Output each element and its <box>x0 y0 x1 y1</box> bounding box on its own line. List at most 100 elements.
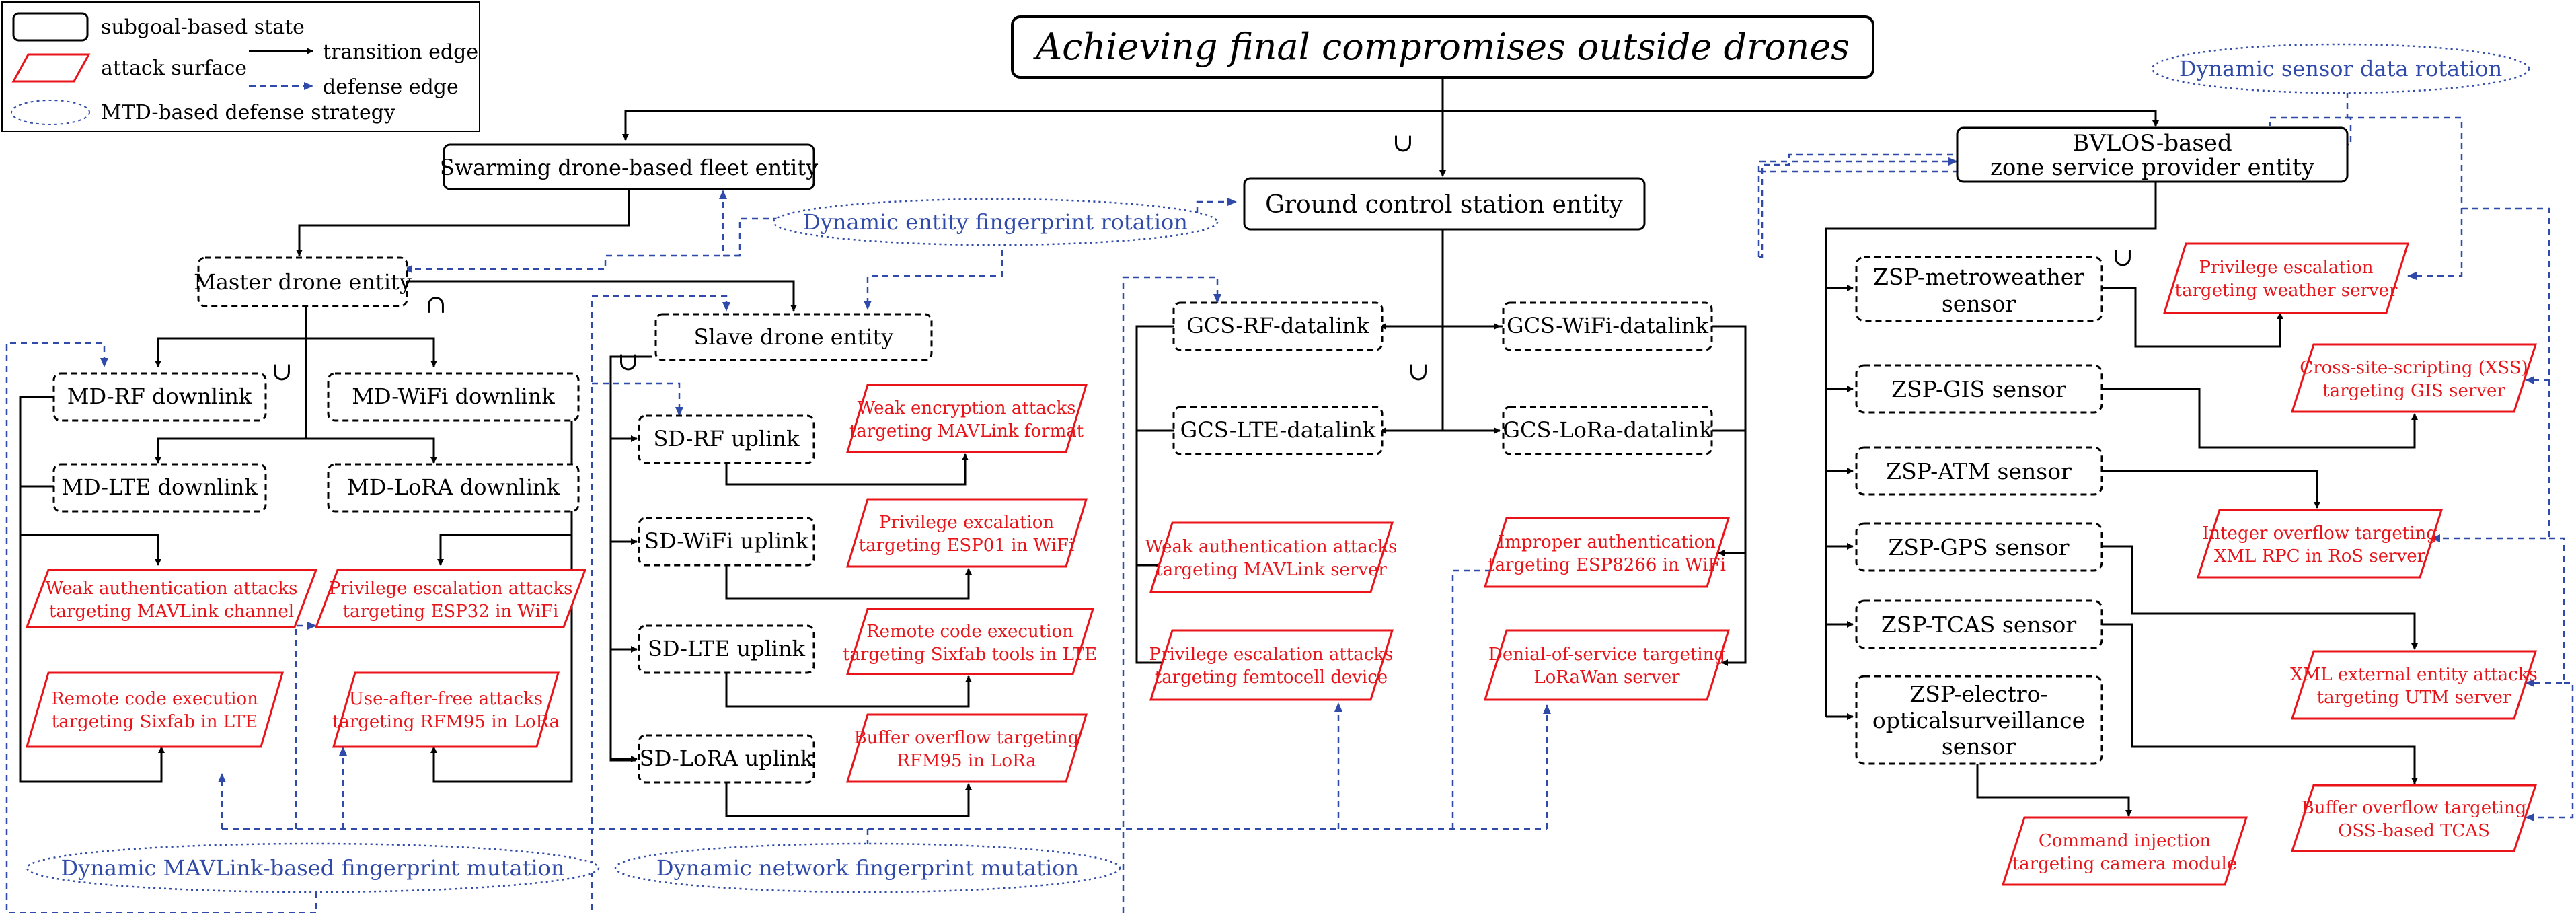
attack-g4[interactable]: Denial-of-service targeting LoRaWan serv… <box>1483 629 1731 701</box>
node-zsp-tcas-label: ZSP-TCAS sensor <box>1881 612 2077 638</box>
node-sd-lora-label: SD-LoRA uplink <box>640 745 814 771</box>
node-zsp-atm-label: ZSP-ATM sensor <box>1886 458 2072 484</box>
edge-bvlos-zsp <box>1825 176 2157 717</box>
attack-z4-line1: XML external entity attacks <box>2290 665 2538 685</box>
attack-z3[interactable]: Integer overflow targeting XML RPC in Ro… <box>2196 509 2444 579</box>
edge-swarm-master <box>296 188 630 256</box>
node-swarm-label: Swarming drone-based fleet entity <box>440 155 818 180</box>
node-master-label: Master drone entity <box>194 269 412 295</box>
attack-sd1-line1: Weak encryption attacks <box>858 398 1076 418</box>
node-zsp-gis[interactable]: ZSP-GIS sensor <box>1855 364 2103 414</box>
attack-md2-line1: Privilege escalation attacks <box>329 579 573 599</box>
strategy-entity[interactable]: Dynamic entity fingerprint rotation <box>772 198 1219 246</box>
node-zsp-mw[interactable]: ZSP-metroweather sensor <box>1855 256 2103 322</box>
attack-g2-line2: targeting femtocell device <box>1155 667 1388 688</box>
def-gcs-bvlos <box>1757 150 1965 257</box>
edge-master-mdlte <box>155 338 307 464</box>
strategy-entity-label: Dynamic entity fingerprint rotation <box>803 209 1188 235</box>
attack-z1-line2: targeting weather server <box>2175 281 2398 301</box>
attack-sd2-line2: targeting ESP01 in WiFi <box>859 536 1075 556</box>
node-zsp-atm[interactable]: ZSP-ATM sensor <box>1855 446 2103 496</box>
node-master[interactable]: Master drone entity <box>194 256 412 307</box>
def-gcs-bvlos-2 <box>1759 153 1957 258</box>
attack-sd2[interactable]: Privilege excalation targeting ESP01 in … <box>845 498 1088 568</box>
legend-defense-label: defense edge <box>323 75 459 99</box>
attack-z5-line1: Buffer overflow targeting <box>2302 798 2527 818</box>
attack-z1[interactable]: Privilege escalation targeting weather s… <box>2162 242 2410 314</box>
edge-sdlte-attack <box>725 673 972 708</box>
node-zsp-tcas[interactable]: ZSP-TCAS sensor <box>1855 599 2103 649</box>
attack-g2-line1: Privilege escalation attacks <box>1149 645 1394 665</box>
dashed-nodes[interactable]: Master drone entity Slave drone entity M… <box>52 256 2103 784</box>
def-slave-sdrf <box>592 382 683 416</box>
attack-sd3-line2: targeting Sixfab tools in LTE <box>843 645 1097 665</box>
node-gcs-label: Ground control station entity <box>1265 191 1623 219</box>
attack-g2[interactable]: Privilege escalation attacks targeting f… <box>1149 629 1394 701</box>
union-symbol-slave: ∪ <box>617 346 639 376</box>
edge-md-left-bus <box>19 396 165 783</box>
attack-z4[interactable]: XML external entity attacks targeting UT… <box>2290 650 2538 720</box>
def-gcs-to-bvlos <box>1757 157 1958 172</box>
node-gcs-lora[interactable]: GCS-LoRa-datalink <box>1502 406 1713 455</box>
node-zsp-gps[interactable]: ZSP-GPS sensor <box>1855 522 2103 572</box>
attack-z2[interactable]: Cross-site-scripting (XSS) targeting GIS… <box>2290 343 2538 413</box>
node-md-rf[interactable]: MD-RF downlink <box>52 372 267 422</box>
attack-md1[interactable]: Weak authentication attacks targeting MA… <box>25 569 318 628</box>
node-md-lora[interactable]: MD-LoRA downlink <box>327 463 580 513</box>
union-symbol-zsp: ∪ <box>2112 242 2133 272</box>
strategy-network[interactable]: Dynamic network fingerprint mutation <box>614 842 1121 893</box>
node-sd-lora[interactable]: SD-LoRA uplink <box>638 734 815 784</box>
attack-md2[interactable]: Privilege escalation attacks targeting E… <box>314 569 587 628</box>
node-sd-lte[interactable]: SD-LTE uplink <box>638 624 815 674</box>
node-slave[interactable]: Slave drone entity <box>654 313 933 361</box>
node-bvlos[interactable]: BVLOS-based zone service provider entity <box>1956 126 2349 183</box>
edge-master-slave <box>404 280 797 312</box>
attack-md1-line1: Weak authentication attacks <box>46 579 298 599</box>
node-zsp-eo[interactable]: ZSP-electro- opticalsurveillance sensor <box>1855 675 2103 765</box>
attack-sd3[interactable]: Remote code execution targeting Sixfab t… <box>843 608 1097 675</box>
attack-z3-line1: Integer overflow targeting <box>2202 523 2437 544</box>
edge-slave-uplinks <box>609 355 652 762</box>
node-sd-wifi[interactable]: SD-WiFi uplink <box>638 517 815 567</box>
edge-gcs-right-bus <box>1708 325 1747 666</box>
node-sd-lte-label: SD-LTE uplink <box>648 636 806 661</box>
node-gcs-rf-label: GCS-RF-datalink <box>1186 313 1369 338</box>
node-bvlos-label-1: BVLOS-based <box>2072 130 2232 157</box>
mtd-strategies[interactable]: Dynamic entity fingerprint rotation Dyna… <box>26 43 2530 893</box>
edge-root-swarm <box>622 72 1444 141</box>
legend-mtd-swatch <box>11 100 90 125</box>
attack-sd4[interactable]: Buffer overflow targeting RFM95 in LoRa <box>845 713 1088 783</box>
node-gcs-wifi[interactable]: GCS-WiFi-datalink <box>1502 301 1713 351</box>
legend-mtd-label: MTD-based defense strategy <box>101 101 395 124</box>
node-gcs-lte[interactable]: GCS-LTE-datalink <box>1172 406 1384 455</box>
node-md-wifi[interactable]: MD-WiFi downlink <box>327 372 580 422</box>
node-zsp-eo-label-1: ZSP-electro- <box>1909 681 2047 707</box>
attack-md4-line1: Use-after-free attacks <box>349 689 543 709</box>
node-swarm[interactable]: Swarming drone-based fleet entity <box>440 143 818 190</box>
attack-md3[interactable]: Remote code execution targeting Sixfab i… <box>26 671 284 748</box>
attack-sd1[interactable]: Weak encryption attacks targeting MAVLin… <box>845 384 1088 453</box>
attack-z5[interactable]: Buffer overflow targeting OSS-based TCAS <box>2290 784 2538 852</box>
strategy-mavlink[interactable]: Dynamic MAVLink-based fingerprint mutati… <box>26 842 600 893</box>
strategy-network-label: Dynamic network fingerprint mutation <box>656 855 1079 881</box>
attack-md4[interactable]: Use-after-free attacks targeting RFM95 i… <box>332 671 560 748</box>
node-gcs-rf[interactable]: GCS-RF-datalink <box>1172 301 1384 351</box>
attack-z6[interactable]: Command injection targeting camera modul… <box>2001 816 2248 886</box>
root-node[interactable]: Achieving final compromises outside dron… <box>1011 15 1874 79</box>
attack-surfaces[interactable]: Weak authentication attacks targeting MA… <box>25 242 2538 886</box>
node-gcs-lora-label: GCS-LoRa-datalink <box>1503 417 1712 443</box>
node-md-lte[interactable]: MD-LTE downlink <box>52 463 267 513</box>
node-gcs[interactable]: Ground control station entity <box>1243 177 1646 231</box>
attack-g1[interactable]: Weak authentication attacks targeting MA… <box>1145 521 1398 593</box>
node-sd-rf[interactable]: SD-RF uplink <box>638 414 815 464</box>
attack-g4-line2: LoRaWan server <box>1533 667 1680 688</box>
attack-g3[interactable]: Improper authentication targeting ESP826… <box>1483 517 1731 588</box>
attack-g4-line1: Denial-of-service targeting <box>1488 645 1725 665</box>
attack-md1-line2: targeting MAVLink channel <box>49 601 294 622</box>
attack-g3-line1: Improper authentication <box>1498 532 1716 552</box>
operator-symbols: ∪ ∩ ∪ ∪ ∪ ∪ <box>271 128 2133 386</box>
node-bvlos-label-2: zone service provider entity <box>1990 154 2315 181</box>
solid-nodes[interactable]: Swarming drone-based fleet entity Ground… <box>440 126 2349 231</box>
node-zsp-gps-label: ZSP-GPS sensor <box>1888 534 2069 560</box>
strategy-sensor[interactable]: Dynamic sensor data rotation <box>2151 43 2530 94</box>
